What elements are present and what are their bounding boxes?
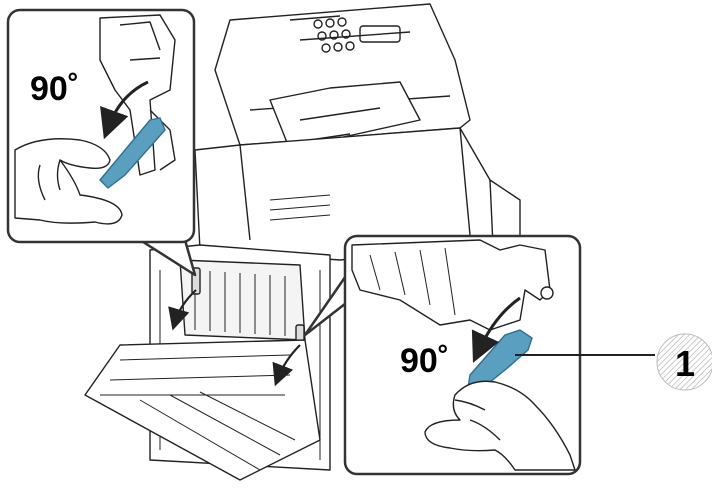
arrow-right-lever: [272, 344, 301, 387]
part-number-badge: [656, 333, 712, 391]
left-angle-label: 90˚: [30, 70, 79, 108]
right-inset: 90˚: [303, 234, 582, 476]
right-inset-arrow: [471, 296, 521, 363]
printer-rotation-arrows: [168, 289, 301, 387]
arrow-left-lever: [168, 289, 197, 331]
left-inset-arrow: [100, 80, 149, 140]
printer-body: [84, 3, 521, 481]
left-inset-hand: [14, 138, 123, 225]
control-panel: [313, 17, 401, 53]
left-inset-bracket: [99, 14, 176, 176]
left-inset-lever: [99, 117, 166, 189]
left-inset: 90˚: [6, 8, 197, 277]
part-callout: 1: [515, 333, 712, 391]
part-number-label: 1: [675, 343, 695, 384]
right-inset-hand: [424, 380, 576, 471]
right-angle-label: 90˚: [400, 342, 449, 380]
